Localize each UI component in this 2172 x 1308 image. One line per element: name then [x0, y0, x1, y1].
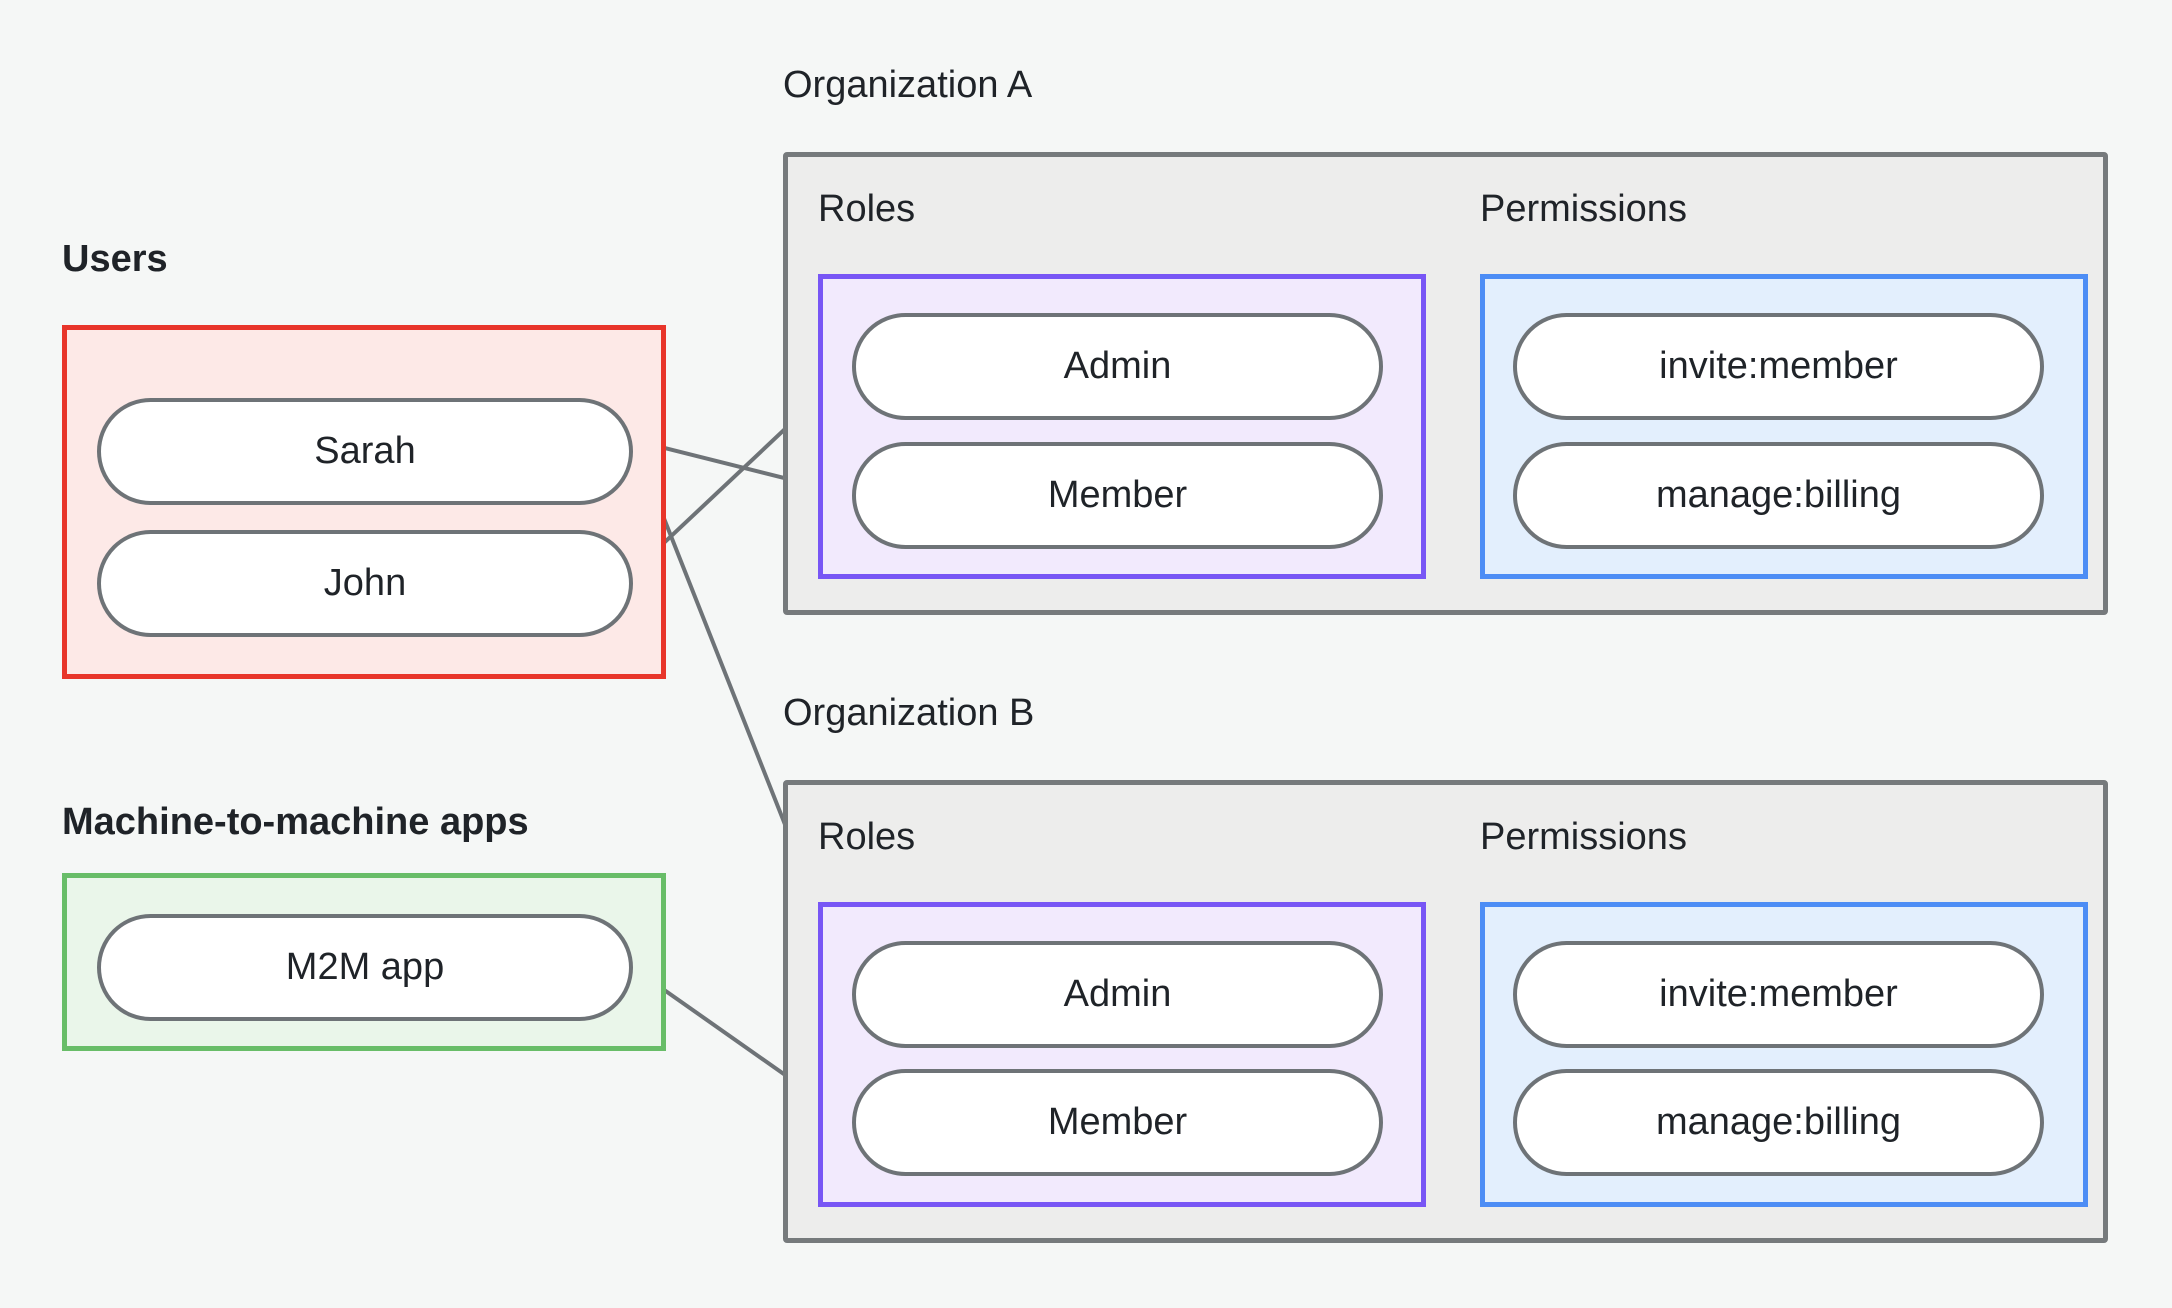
orgB-permission-node-manage-billing[interactable]: manage:billing — [1513, 1069, 2044, 1176]
user-node-sarah-label: Sarah — [314, 430, 416, 472]
m2m-node-app-label: M2M app — [285, 946, 445, 988]
user-node-john-label: John — [323, 562, 407, 604]
orgB-role-node-admin-label: Admin — [1063, 973, 1172, 1015]
orgA-label: Organization A — [783, 64, 1033, 106]
orgA-permission-node-manage-billing[interactable]: manage:billing — [1513, 442, 2044, 549]
orgB-role-node-member-label: Member — [1047, 1101, 1188, 1143]
orgB-role-node-member[interactable]: Member — [852, 1069, 1383, 1176]
user-node-john[interactable]: John — [97, 530, 633, 637]
orgA-role-node-member[interactable]: Member — [852, 442, 1383, 549]
orgA-role-node-admin-label: Admin — [1063, 345, 1172, 387]
orgA-roles-title: Roles — [818, 188, 916, 230]
orgB-permissions-title: Permissions — [1480, 816, 1687, 858]
orgB-permission-node-invite-member-label: invite:member — [1659, 973, 1898, 1015]
orgA-permission-node-invite-member-label: invite:member — [1659, 345, 1898, 387]
user-node-sarah[interactable]: Sarah — [97, 398, 633, 505]
m2m-group-label: Machine-to-machine apps — [62, 801, 529, 843]
m2m-node-app[interactable]: M2M app — [97, 914, 633, 1021]
orgB-label: Organization B — [783, 692, 1035, 734]
orgB-role-node-admin[interactable]: Admin — [852, 941, 1383, 1048]
orgB-permission-node-invite-member[interactable]: invite:member — [1513, 941, 2044, 1048]
users-group-label: Users — [62, 238, 168, 280]
orgA-role-node-member-label: Member — [1047, 474, 1188, 516]
orgA-permission-node-invite-member[interactable]: invite:member — [1513, 313, 2044, 420]
orgA-role-node-admin[interactable]: Admin — [852, 313, 1383, 420]
orgA-permissions-title: Permissions — [1480, 188, 1687, 230]
orgB-roles-title: Roles — [818, 816, 916, 858]
orgB-permission-node-manage-billing-label: manage:billing — [1655, 1101, 1902, 1143]
orgA-permission-node-manage-billing-label: manage:billing — [1655, 474, 1902, 516]
